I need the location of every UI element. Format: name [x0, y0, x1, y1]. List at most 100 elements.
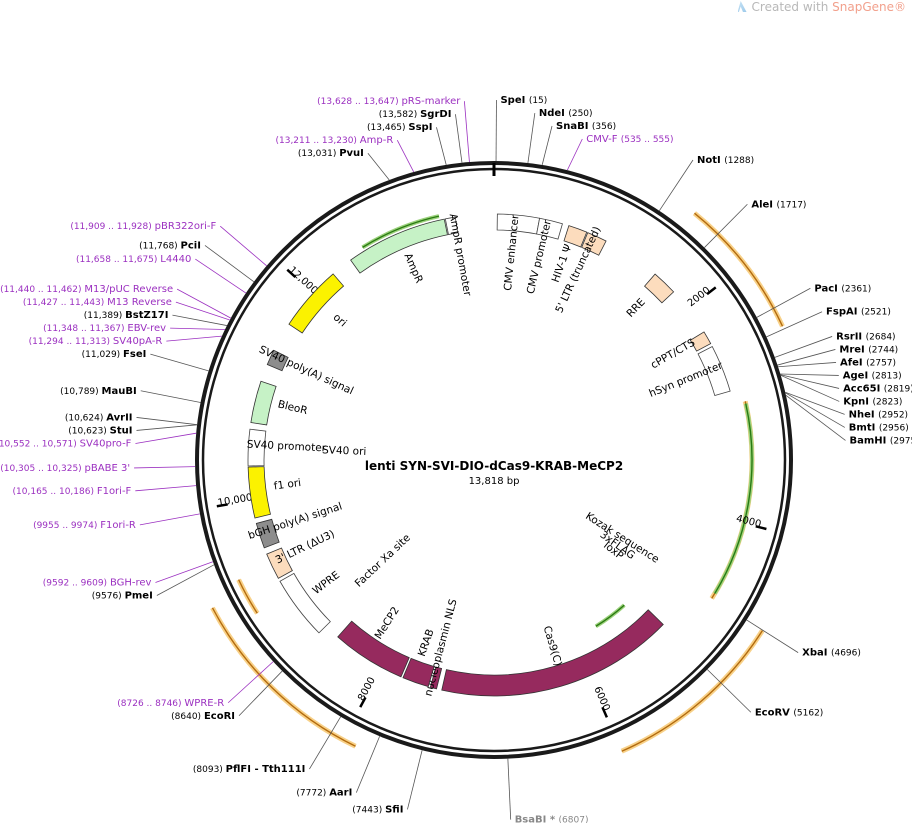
feature-nucleoplasmin-nls: [429, 666, 443, 690]
site-sgrdi[interactable]: (13,582) SgrDI: [379, 109, 452, 120]
marker-arc: [595, 604, 625, 627]
site-position: (10,305 .. 10,325): [0, 464, 84, 474]
feature-label: f1 ori: [273, 477, 302, 493]
tick-label: 8000: [356, 675, 378, 703]
feature-hsyn-promoter: [697, 345, 731, 397]
site-name: L4440: [160, 254, 191, 265]
site-leader-line: [707, 669, 752, 713]
site-pcii[interactable]: (11,768) PciI: [139, 240, 201, 251]
site-noti[interactable]: NotI (1288): [697, 155, 754, 166]
site-sfii[interactable]: (7443) SfiI: [352, 804, 403, 815]
site-fspai[interactable]: FspAI (2521): [826, 307, 891, 318]
site-alei[interactable]: AleI (1717): [751, 199, 806, 210]
snapgene-logo-icon: [737, 1, 747, 12]
site-bstz17i[interactable]: (11,389) BstZ17I: [84, 310, 169, 321]
site-bsabi[interactable]: BsaBI * (6807): [515, 815, 589, 823]
orf-highlight-layer: [210, 211, 785, 754]
site-sv40pa-r[interactable]: (11,294 .. 11,313) SV40pA-R: [29, 336, 163, 347]
site-f1ori-f[interactable]: (10,165 .. 10,186) F1ori-F: [13, 486, 132, 497]
site-name: F1ori-R: [100, 520, 136, 531]
site-avrii[interactable]: (10,624) AvrII: [65, 412, 133, 423]
tick-label: 10,000: [217, 492, 253, 509]
orf-arc: [694, 212, 784, 327]
feature-label: BleoR: [276, 398, 308, 417]
site-rsrii[interactable]: RsrII (2684): [836, 331, 895, 342]
site-ndei[interactable]: NdeI (250): [539, 108, 593, 119]
site-position: (11,909 .. 11,928): [70, 222, 154, 232]
site-spei[interactable]: SpeI (15): [500, 95, 547, 106]
site-name: PciI: [181, 240, 201, 251]
site-agei[interactable]: AgeI (2813): [843, 370, 902, 381]
site-m13-puc-reverse[interactable]: (11,440 .. 11,462) M13/pUC Reverse: [0, 284, 173, 295]
site-bmti[interactable]: BmtI (2956): [849, 422, 909, 433]
site-amp-r[interactable]: (13,211 .. 13,230) Amp-R: [275, 135, 393, 146]
site-pvui[interactable]: (13,031) PvuI: [298, 148, 364, 159]
feature-5-ltr-truncated: [581, 232, 607, 256]
site-stui[interactable]: (10,623) StuI: [68, 425, 132, 436]
feature-rre: [644, 273, 675, 304]
site-leader-line: [746, 619, 799, 653]
site-m13-reverse[interactable]: (11,427 .. 11,443) M13 Reverse: [23, 297, 172, 308]
site-nhei[interactable]: NheI (2952): [849, 409, 908, 420]
site-name: PmeI: [125, 590, 153, 601]
site-name: AleI: [751, 199, 776, 210]
site-pmei[interactable]: (9576) PmeI: [92, 590, 153, 601]
site-paci[interactable]: PacI (2361): [814, 283, 871, 294]
site-position: (13,211 .. 13,230): [275, 136, 359, 146]
site-mrei[interactable]: MreI (2744): [839, 344, 898, 355]
site-bamhi[interactable]: BamHI (2975): [849, 435, 912, 446]
site-position: (2823): [872, 397, 902, 407]
site-sspi[interactable]: (13,465) SspI: [367, 122, 432, 133]
site-bgh-rev[interactable]: (9592 .. 9609) BGH-rev: [43, 577, 152, 588]
site-ebv-rev[interactable]: (11,348 .. 11,367) EBV-rev: [43, 323, 166, 334]
site-acc65i[interactable]: Acc65I (2819): [843, 383, 912, 394]
site-xbai[interactable]: XbaI (4696): [802, 648, 861, 659]
site-position: (13,031): [298, 149, 339, 159]
feature-hiv-1: [563, 225, 588, 248]
site-pflfi-tth111i[interactable]: (8093) PflFI - Tth111I: [193, 764, 306, 775]
site-leader-line: [527, 112, 536, 163]
tick-mark: [706, 286, 717, 296]
site-aari[interactable]: (7772) AarI: [296, 788, 352, 799]
feature-bgh-poly-a-signal: [255, 518, 280, 549]
site-name: SfiI: [385, 804, 403, 815]
site-fsei[interactable]: (11,029) FseI: [82, 349, 147, 360]
site-wpre-r[interactable]: (8726 .. 8746) WPRE-R: [117, 698, 224, 709]
site-pbabe-3[interactable]: (10,305 .. 10,325) pBABE 3': [0, 463, 130, 474]
site-position: (8640): [171, 712, 204, 722]
orf-arc: [621, 630, 763, 752]
orf-highlight-arc: [620, 629, 765, 754]
site-prs-marker[interactable]: (13,628 .. 13,647) pRS-marker: [317, 96, 461, 107]
site-leader-line: [785, 392, 845, 428]
inner-feature-label: SV40 ori: [322, 444, 367, 458]
site-f1ori-r[interactable]: (9955 .. 9974) F1ori-R: [33, 520, 136, 531]
site-position: (2952): [878, 410, 908, 420]
site-kpni[interactable]: KpnI (2823): [843, 396, 902, 407]
site-leader-line: [780, 373, 839, 376]
site-snabi[interactable]: SnaBI (356): [556, 121, 616, 132]
site-l4440[interactable]: (11,658 .. 11,675) L4440: [76, 254, 191, 265]
site-name: M13 Reverse: [107, 297, 172, 308]
site-ecorv[interactable]: EcoRV (5162): [755, 707, 824, 718]
site-cmv-f[interactable]: CMV-F (535 .. 555): [586, 134, 673, 145]
site-ecori[interactable]: (8640) EcoRI: [171, 711, 235, 722]
site-position: (10,623): [68, 426, 109, 436]
site-leader-line: [785, 391, 845, 415]
site-name: SV40pro-F: [80, 438, 132, 449]
site-name: SV40pA-R: [113, 336, 162, 347]
site-position: (13,628 .. 13,647): [317, 97, 401, 107]
feature-label: WPRE: [310, 569, 342, 597]
site-maubi[interactable]: (10,789) MauBI: [60, 386, 137, 397]
site-afei[interactable]: AfeI (2757): [840, 357, 896, 368]
site-pbr322ori-f[interactable]: (11,909 .. 11,928) pBR322ori-F: [70, 221, 216, 232]
site-sv40pro-f[interactable]: (10,552 .. 10,571) SV40pro-F: [0, 438, 132, 449]
site-name: BGH-rev: [110, 577, 152, 588]
site-layer: SpeI (15) NdeI (250) SnaBI (356) CMV-F (535…: [0, 95, 912, 823]
site-position: (356): [592, 122, 616, 132]
tick-mark: [286, 268, 297, 279]
site-position: (11,389): [84, 311, 125, 321]
site-name: NheI: [849, 409, 878, 420]
site-leader-line: [396, 140, 415, 173]
site-position: (1717): [777, 200, 807, 210]
